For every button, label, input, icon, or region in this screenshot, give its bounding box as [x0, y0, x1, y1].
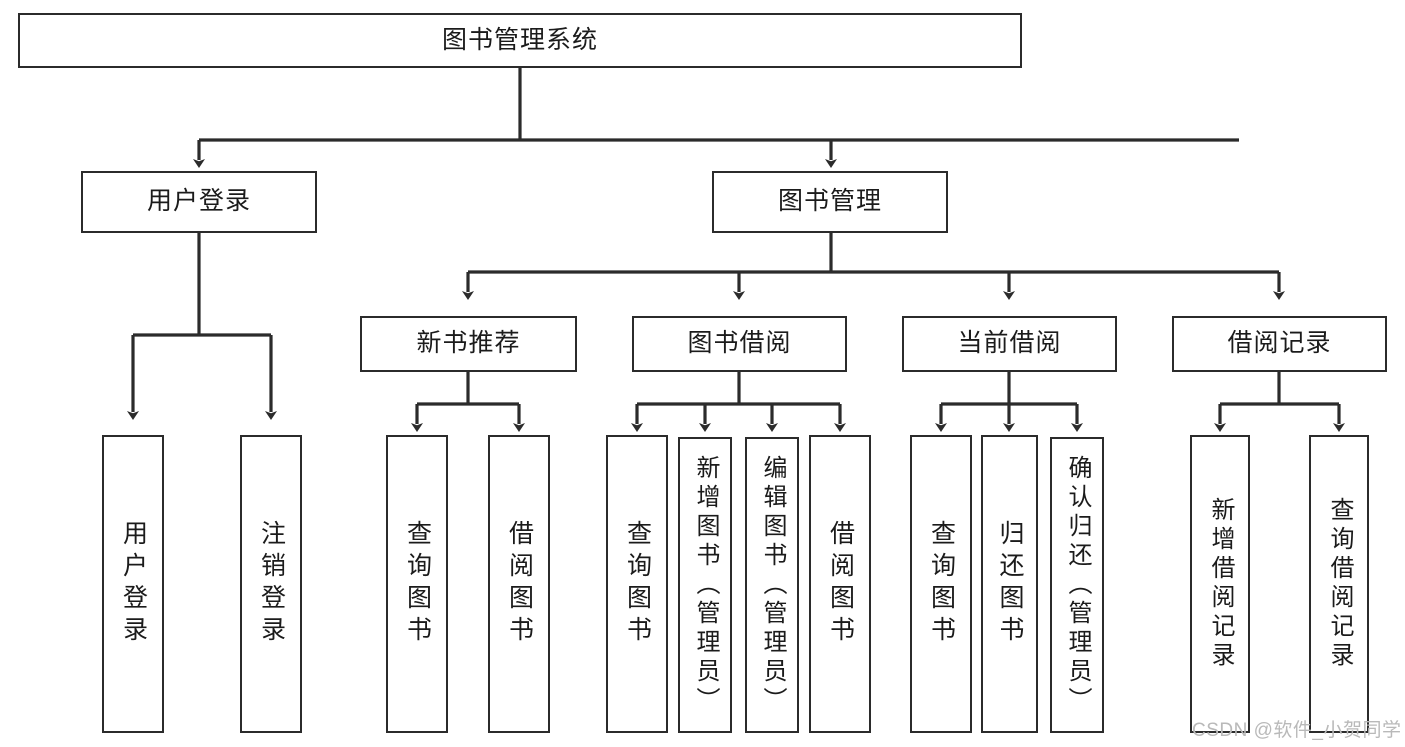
node-leaf-query-book-1[interactable]: 查询图书 — [386, 435, 448, 733]
node-leaf-query-record-label: 查询借阅记录 — [1326, 497, 1353, 671]
node-leaf-edit-book-label: 编辑图书（管理员） — [759, 454, 786, 716]
node-leaf-add-record-label: 新增借阅记录 — [1207, 497, 1234, 671]
node-leaf-user-login-label: 用户登录 — [119, 520, 148, 648]
node-leaf-query-record[interactable]: 查询借阅记录 — [1309, 435, 1369, 733]
node-leaf-confirm-return[interactable]: 确认归还（管理员） — [1050, 437, 1104, 733]
node-user-login-label: 用户登录 — [146, 187, 251, 216]
node-leaf-return-book[interactable]: 归还图书 — [981, 435, 1038, 733]
node-leaf-query-book-3-label: 查询图书 — [927, 520, 956, 648]
node-user-login[interactable]: 用户登录 — [81, 171, 317, 233]
node-leaf-logout-label: 注销登录 — [257, 520, 286, 648]
node-leaf-borrow-book-2[interactable]: 借阅图书 — [809, 435, 871, 733]
node-new-book-recommend-label: 新书推荐 — [416, 329, 521, 358]
node-leaf-confirm-return-label: 确认归还（管理员） — [1064, 454, 1091, 716]
node-leaf-logout[interactable]: 注销登录 — [240, 435, 302, 733]
node-leaf-query-book-2-label: 查询图书 — [623, 520, 652, 648]
node-leaf-return-book-label: 归还图书 — [996, 520, 1024, 648]
node-leaf-query-book-3[interactable]: 查询图书 — [910, 435, 972, 733]
node-leaf-add-record[interactable]: 新增借阅记录 — [1190, 435, 1250, 733]
node-leaf-borrow-book-1-label: 借阅图书 — [505, 520, 534, 648]
csdn-watermark: CSDN @软件_小贺同学 — [1192, 720, 1402, 741]
node-root-system-label: 图书管理系统 — [441, 25, 598, 54]
node-leaf-edit-book[interactable]: 编辑图书（管理员） — [745, 437, 799, 733]
node-leaf-add-book[interactable]: 新增图书（管理员） — [678, 437, 732, 733]
node-leaf-user-login[interactable]: 用户登录 — [102, 435, 164, 733]
node-leaf-borrow-book-2-label: 借阅图书 — [826, 520, 855, 648]
node-book-manage-label: 图书管理 — [777, 187, 882, 216]
node-leaf-add-book-label: 新增图书（管理员） — [692, 454, 719, 716]
node-book-borrow-label: 图书借阅 — [687, 329, 792, 358]
node-current-borrow[interactable]: 当前借阅 — [902, 316, 1117, 372]
node-book-borrow[interactable]: 图书借阅 — [632, 316, 847, 372]
node-current-borrow-label: 当前借阅 — [957, 329, 1062, 358]
node-leaf-borrow-book-1[interactable]: 借阅图书 — [488, 435, 550, 733]
node-new-book-recommend[interactable]: 新书推荐 — [360, 316, 577, 372]
node-leaf-query-book-1-label: 查询图书 — [403, 520, 432, 648]
node-root-system[interactable]: 图书管理系统 — [18, 13, 1022, 68]
node-leaf-query-book-2[interactable]: 查询图书 — [606, 435, 668, 733]
node-borrow-record[interactable]: 借阅记录 — [1172, 316, 1387, 372]
node-book-manage[interactable]: 图书管理 — [712, 171, 948, 233]
node-borrow-record-label: 借阅记录 — [1227, 329, 1332, 358]
